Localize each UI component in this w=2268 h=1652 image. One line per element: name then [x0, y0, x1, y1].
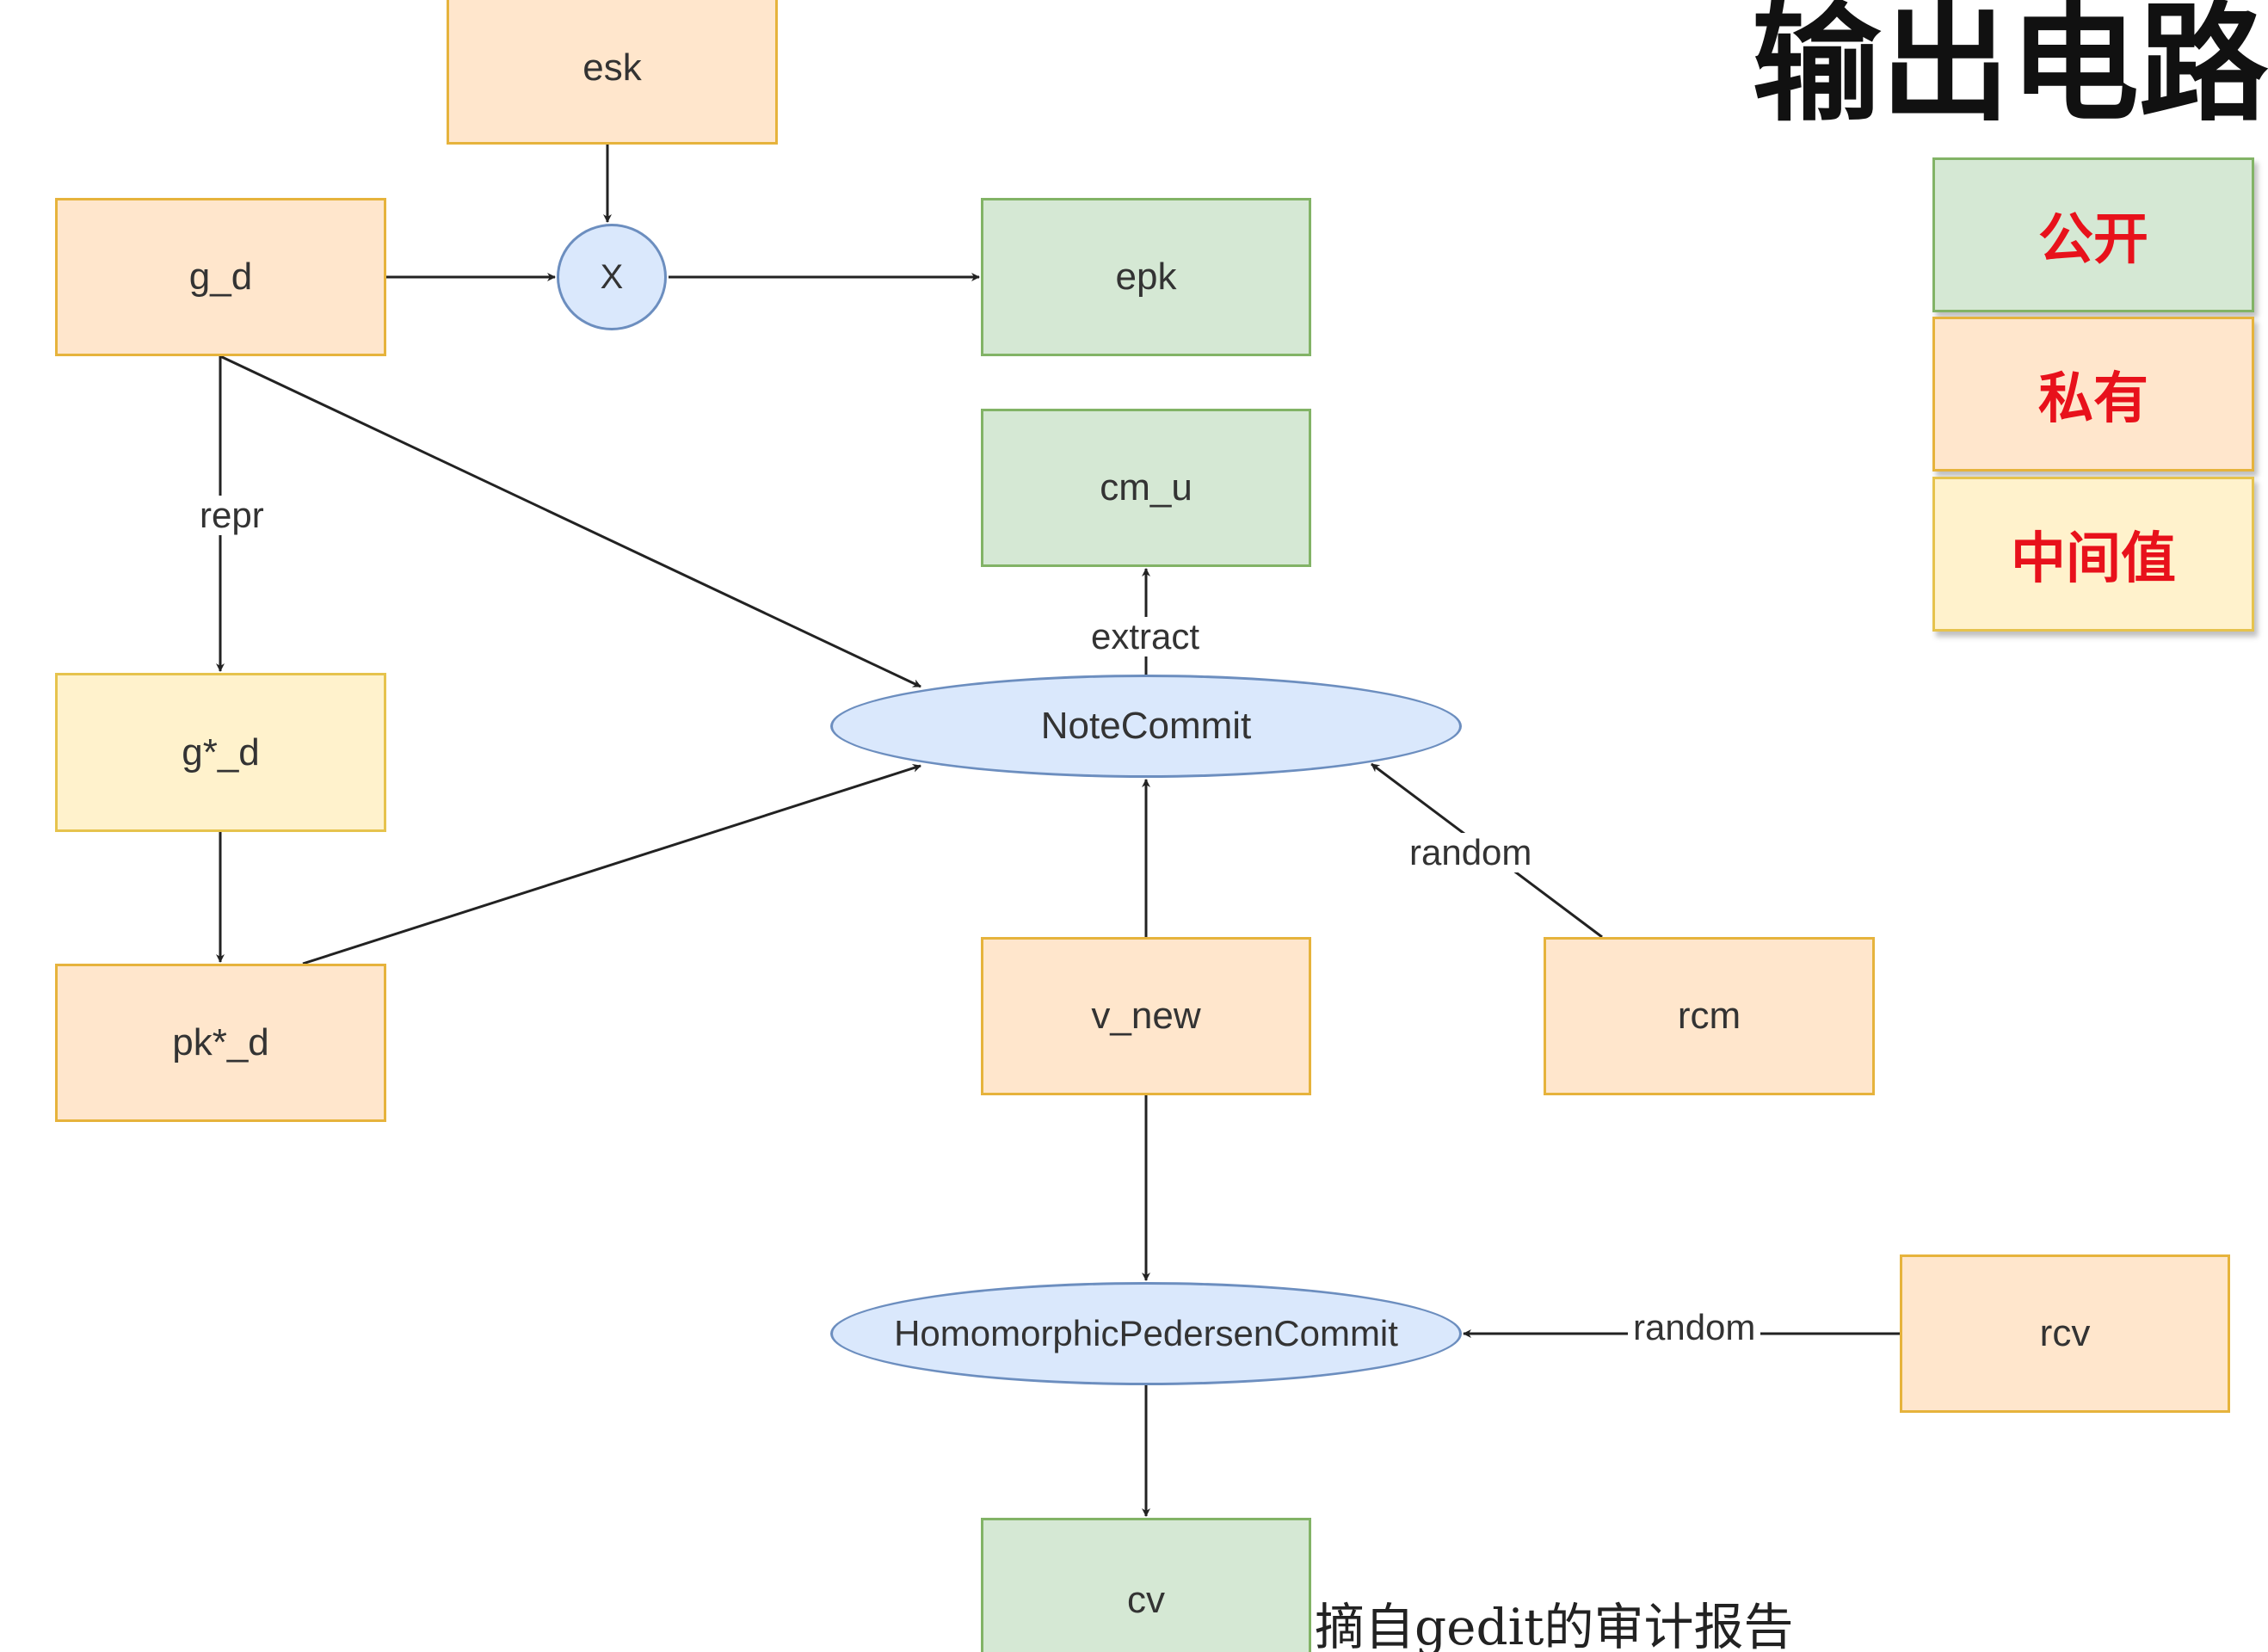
edge-label-repr: repr	[194, 496, 269, 535]
edge-label-random-rcv: random	[1628, 1308, 1761, 1347]
node-g-star-d: g*_d	[55, 673, 386, 832]
node-v-new-label: v_new	[1091, 995, 1201, 1037]
node-pk-star-d: pk*_d	[55, 964, 386, 1122]
node-note-commit-label: NoteCommit	[1040, 705, 1252, 747]
node-cv-label: cv	[1127, 1579, 1165, 1621]
node-rcv: rcv	[1900, 1254, 2230, 1413]
node-cm-u: cm_u	[981, 409, 1311, 567]
node-g-star-d-label: g*_d	[182, 730, 260, 774]
node-note-commit: NoteCommit	[830, 675, 1462, 778]
node-pk-star-d-label: pk*_d	[172, 1021, 269, 1063]
legend-label-public: 公开	[2038, 208, 2148, 272]
legend-label-intermediate: 中间值	[2011, 527, 2176, 591]
edge-label-random-rcm: random	[1404, 833, 1538, 872]
node-cv: cv	[981, 1518, 1311, 1652]
node-rcm-label: rcm	[1677, 995, 1741, 1037]
node-esk-label: esk	[582, 46, 642, 89]
legend-item-intermediate: 中间值	[1932, 477, 2254, 632]
node-esk: esk	[447, 0, 778, 145]
legend-item-private: 私有	[1932, 317, 2254, 472]
node-homomorphic-pedersen-commit: HomomorphicPedersenCommit	[830, 1282, 1462, 1385]
node-epk-label: epk	[1115, 256, 1177, 298]
node-rcm: rcm	[1544, 937, 1875, 1095]
edge-pk-star-d-to-note-commit	[302, 763, 921, 965]
page-title: 输出电路	[1751, 0, 2268, 139]
legend-item-public: 公开	[1932, 157, 2254, 312]
node-multiply-op: X	[557, 224, 667, 330]
node-multiply-op-label: X	[600, 257, 624, 296]
edge-g-d-to-note-commit	[219, 354, 921, 688]
node-cm-u-label: cm_u	[1100, 466, 1193, 509]
edge-label-extract: extract	[1086, 617, 1205, 656]
legend-label-private: 私有	[2038, 367, 2148, 431]
source-caption: 摘自gedit的审计报告	[1315, 1598, 1794, 1652]
node-rcv-label: rcv	[2039, 1312, 2091, 1354]
node-epk: epk	[981, 198, 1311, 356]
node-g-d: g_d	[55, 198, 386, 356]
node-hpc-label: HomomorphicPedersenCommit	[894, 1313, 1398, 1353]
node-g-d-label: g_d	[188, 256, 253, 298]
node-v-new: v_new	[981, 937, 1311, 1095]
